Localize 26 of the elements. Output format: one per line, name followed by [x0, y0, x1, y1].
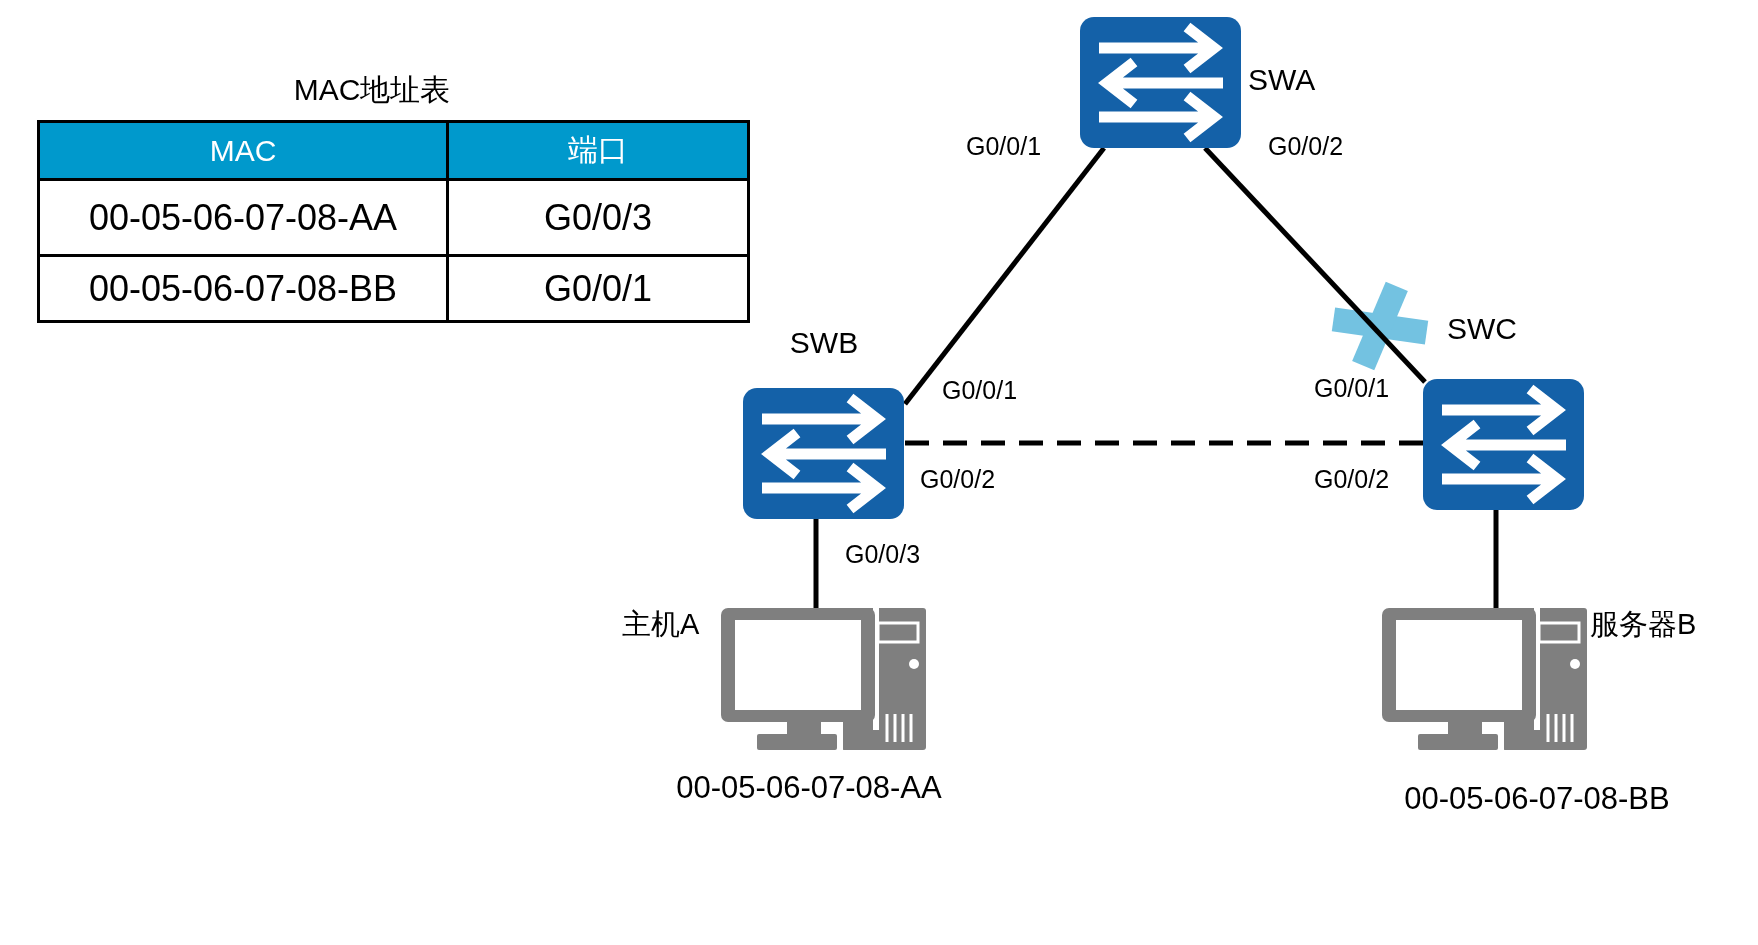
- dashed-link-line: [905, 440, 1423, 446]
- switch-name: SWB: [789, 326, 859, 361]
- port-label: G0/0/3: [845, 540, 921, 569]
- link-line: [813, 519, 819, 608]
- host-name: 服务器B: [1590, 608, 1697, 642]
- table-cell: 00-05-06-07-08-BB: [38, 255, 448, 322]
- header-cell: 端口: [447, 121, 749, 180]
- link-line: [903, 146, 1106, 406]
- port-label: G0/0/2: [1268, 132, 1344, 161]
- port-label: G0/0/1: [966, 132, 1042, 161]
- host-name: 主机A: [622, 608, 700, 642]
- header-cell: MAC: [38, 121, 448, 180]
- switch-name: SWA: [1248, 63, 1316, 98]
- table-title: MAC地址表: [293, 73, 451, 108]
- port-label: G0/0/2: [1314, 465, 1390, 494]
- switch-name: SWC: [1447, 312, 1517, 347]
- mac-address-label: 00-05-06-07-08-BB: [1404, 781, 1670, 817]
- table-cell: G0/0/3: [447, 179, 749, 256]
- table-cell: 00-05-06-07-08-AA: [38, 179, 448, 256]
- table-cell: G0/0/1: [447, 255, 749, 322]
- port-label: G0/0/1: [942, 376, 1018, 405]
- link-line: [1493, 510, 1499, 608]
- mac-address-label: 00-05-06-07-08-AA: [676, 770, 942, 806]
- link-line: [1203, 146, 1427, 384]
- port-label: G0/0/1: [1314, 374, 1390, 403]
- port-label: G0/0/2: [920, 465, 996, 494]
